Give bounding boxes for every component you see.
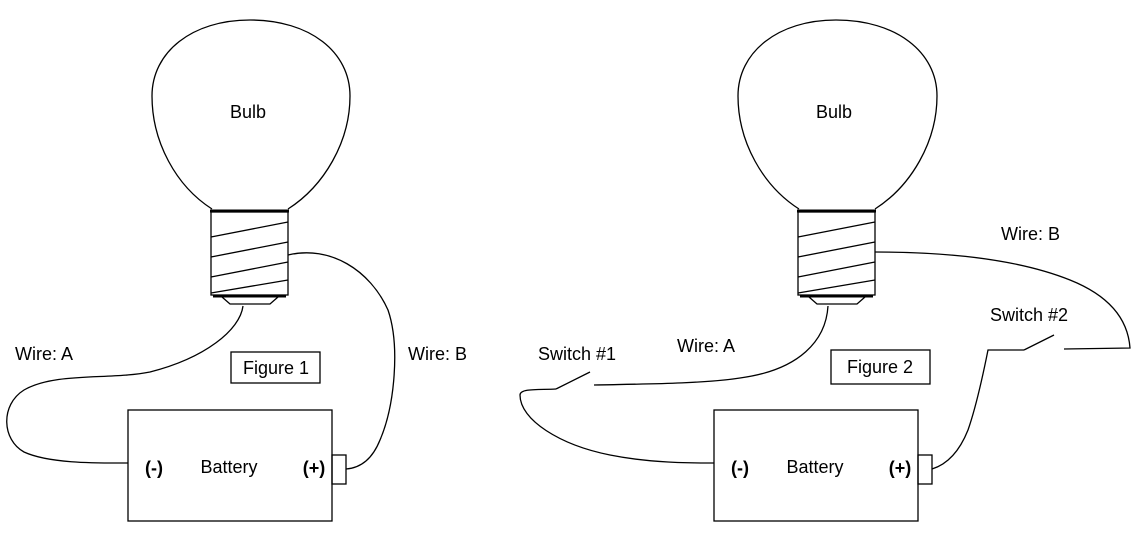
battery-1-label: Battery (200, 457, 257, 477)
figure-1-caption-box (230, 351, 321, 384)
bulb-1-label: Bulb (230, 102, 266, 122)
wire-switch-1-battery (519, 388, 715, 464)
switch-2-lever (1023, 334, 1055, 351)
bulb-2-glass (737, 19, 938, 210)
wire-a-2 (593, 305, 829, 386)
figure-1-caption: Figure 1 (243, 358, 309, 378)
battery-1-terminal-cap (331, 454, 347, 485)
wire-switch-2-battery (931, 349, 1024, 470)
wire-b-1-label: Wire: B (408, 344, 467, 364)
battery-1-positive-terminal: (+) (303, 458, 326, 478)
switch-2-label: Switch #2 (990, 305, 1068, 325)
battery-1-negative-terminal: (-) (145, 458, 163, 478)
switch-1-label: Switch #1 (538, 344, 616, 364)
wire-a-2-label: Wire: A (677, 336, 735, 356)
figure-2-caption: Figure 2 (847, 357, 913, 377)
battery-2-terminal-cap (917, 454, 933, 485)
battery-2-negative-terminal: (-) (731, 458, 749, 478)
battery-2-positive-terminal: (+) (889, 458, 912, 478)
battery-2-label: Battery (786, 457, 843, 477)
wire-b-2-label: Wire: B (1001, 224, 1060, 244)
bulb-2-label: Bulb (816, 102, 852, 122)
bulb-1-base (210, 211, 289, 305)
wire-a-1 (6, 305, 244, 464)
wire-b-1 (287, 252, 396, 470)
figure-2: Figure 2 Bulb Battery (-) (+) Wire: A Wi… (519, 19, 1131, 522)
wire-b-2 (874, 251, 1131, 350)
figure-1: Figure 1 Bulb Battery (-) (+) Wire: A Wi… (6, 19, 467, 522)
bulb-2-base (797, 211, 876, 305)
bulb-1-glass (151, 19, 351, 210)
switch-1-lever (555, 371, 591, 390)
figure-2-caption-box (830, 349, 931, 385)
wire-a-1-label: Wire: A (15, 344, 73, 364)
